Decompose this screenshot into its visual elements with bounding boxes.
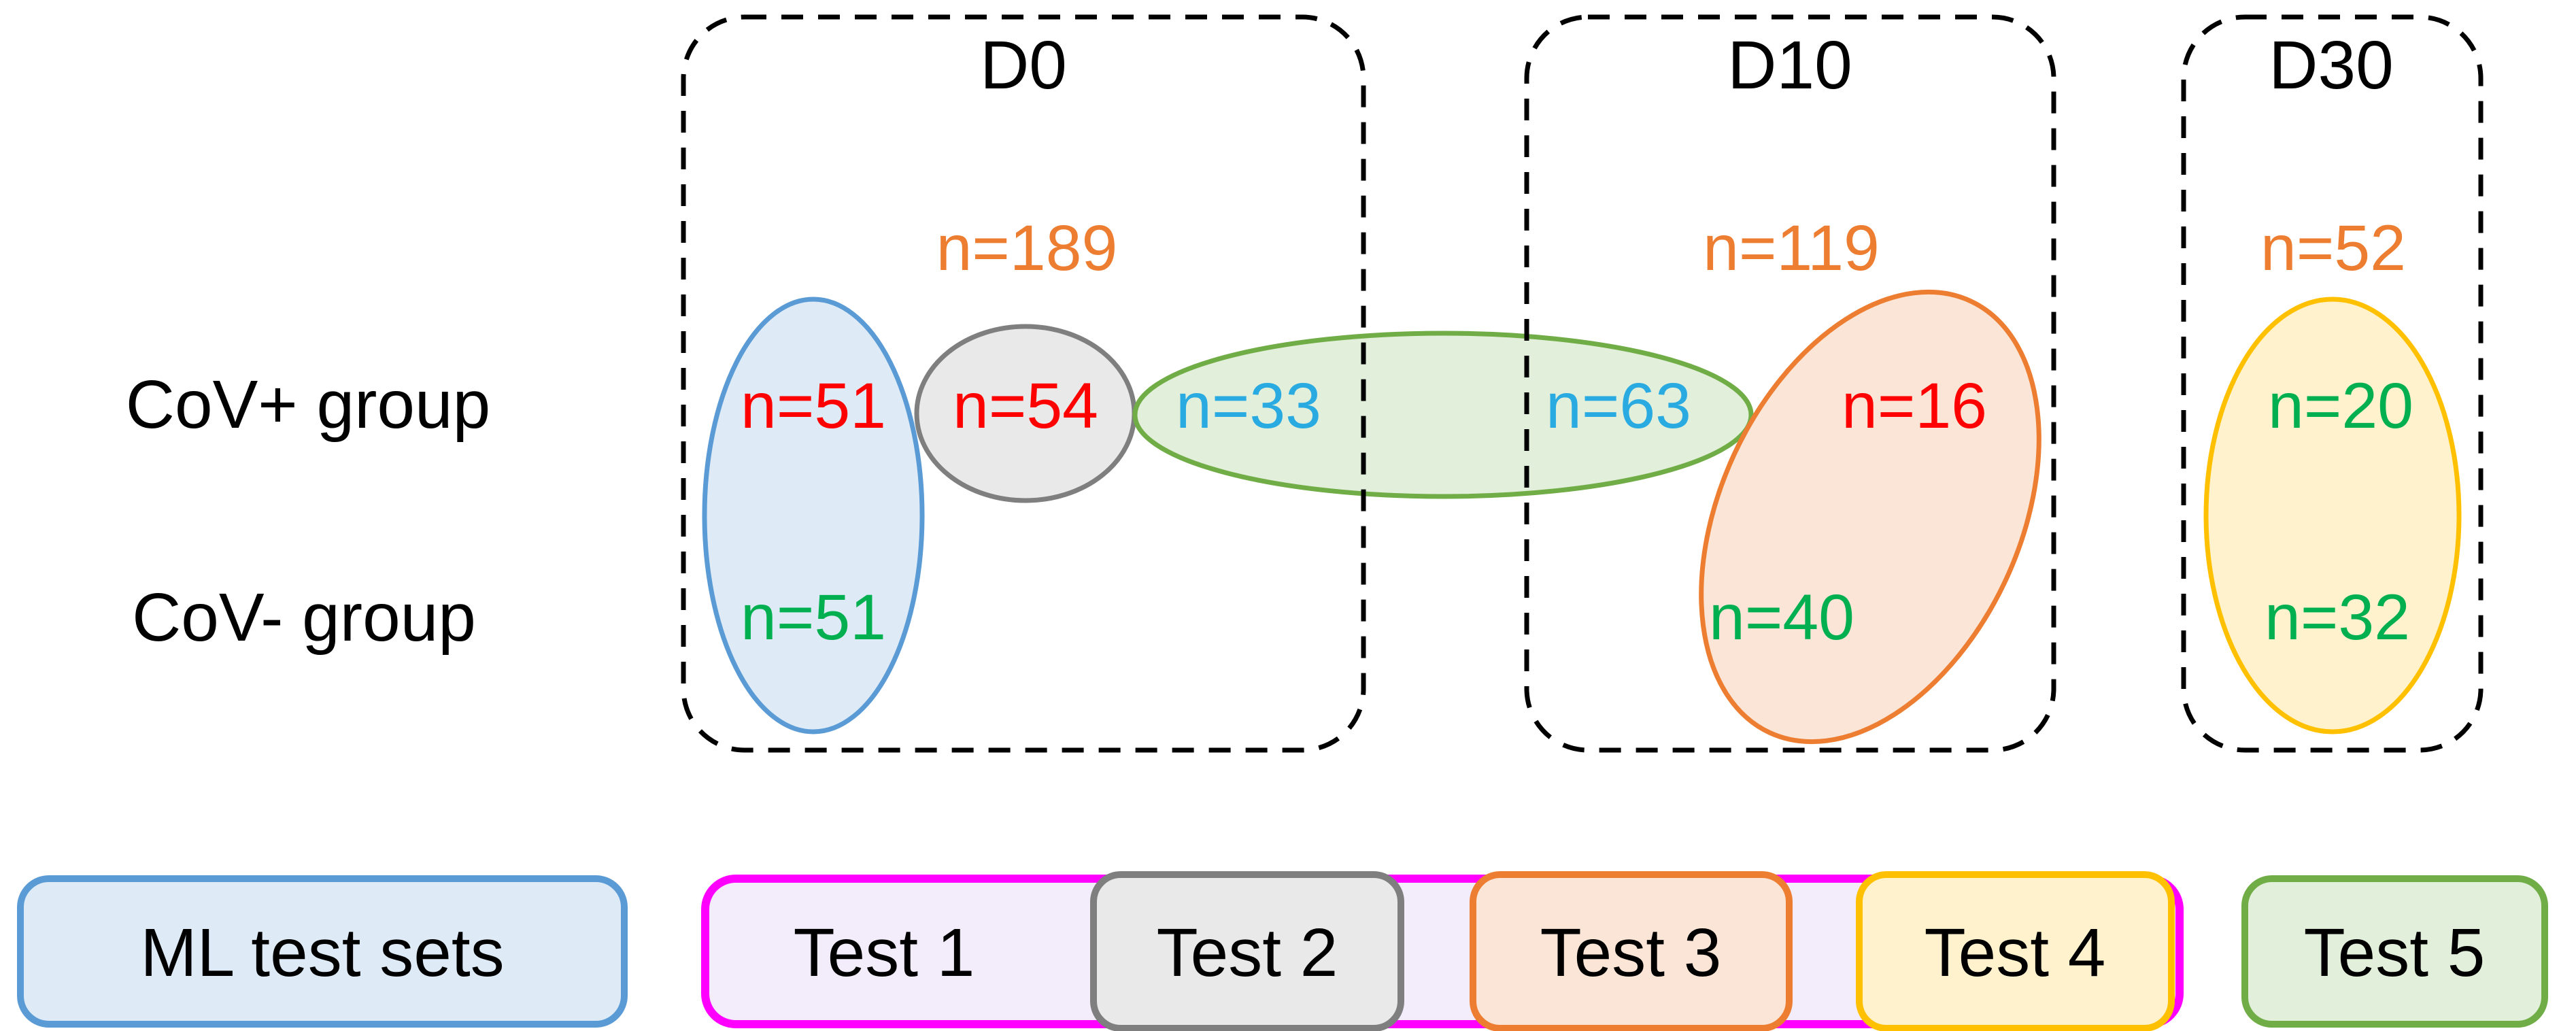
timepoint-label-d0: D0 <box>980 27 1067 103</box>
legend-test2-box <box>1090 871 1404 1031</box>
test5-green-ellipse <box>1132 331 1754 499</box>
legend-ml-test-sets-box <box>17 875 628 1028</box>
legend-test1-label: Test 1 <box>794 915 975 991</box>
legend-ml-test-sets-label: ML test sets <box>140 915 504 991</box>
count-green-d0-cov-positive: n=33 <box>1176 370 1321 442</box>
timepoint-box-d0 <box>681 14 1366 753</box>
legend-test3-box <box>1470 871 1793 1031</box>
legend-test5-label: Test 5 <box>2304 915 2486 991</box>
count-orange-cov-positive: n=16 <box>1842 370 1987 442</box>
timepoint-label-d30: D30 <box>2269 27 2393 103</box>
legend-test3-label: Test 3 <box>1540 915 1722 991</box>
count-green-d10-cov-positive: n=63 <box>1546 370 1691 442</box>
row-label-cov-negative: CoV- group <box>132 579 476 656</box>
count-yellow-cov-negative: n=32 <box>2265 581 2410 654</box>
total-count-d10: n=119 <box>1703 212 1880 284</box>
total-count-d30: n=52 <box>2260 212 2406 284</box>
count-blue-cov-positive: n=51 <box>741 370 886 442</box>
count-blue-cov-negative: n=51 <box>741 581 886 654</box>
legend-test2-label: Test 2 <box>1157 915 1338 991</box>
row-label-cov-positive: CoV+ group <box>126 367 490 443</box>
count-gray-cov-positive: n=54 <box>953 370 1098 442</box>
legend-test5-box <box>2241 875 2548 1028</box>
legend-test4-label: Test 4 <box>1925 915 2106 991</box>
total-count-d0: n=189 <box>936 212 1118 284</box>
count-orange-cov-negative: n=40 <box>1709 581 1854 654</box>
test3-orange-ellipse <box>1699 289 2041 745</box>
timepoint-label-d10: D10 <box>1727 27 1852 103</box>
test1-blue-ellipse <box>702 297 925 734</box>
test4-yellow-ellipse <box>2203 297 2462 734</box>
timepoint-box-d30 <box>2181 14 2484 753</box>
count-yellow-cov-positive: n=20 <box>2268 370 2413 442</box>
legend-test1-box <box>701 875 2184 1028</box>
legend-test4-box <box>1856 871 2175 1031</box>
timepoint-box-d10 <box>1524 14 2056 753</box>
